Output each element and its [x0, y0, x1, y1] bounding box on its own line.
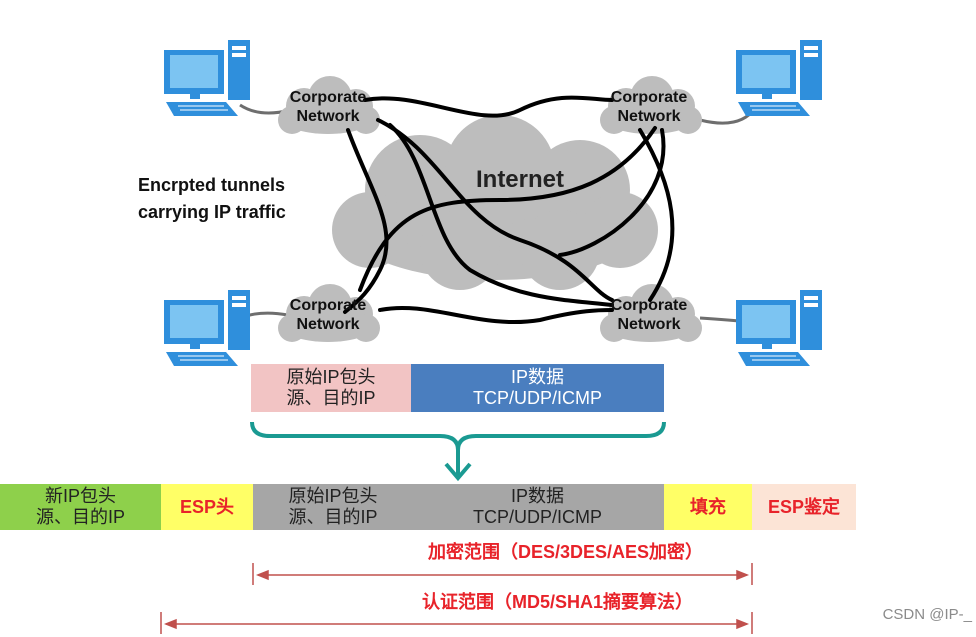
cloud-label-line1: Corporate [610, 297, 688, 314]
cloud-label-line1: Corporate [289, 297, 367, 314]
cloud-label-line2: Network [617, 316, 681, 334]
corporate-network-label-tl: Corporate Network [273, 88, 383, 126]
block-line1: 原始IP包头 [288, 486, 378, 507]
corporate-network-label-tr: Corporate Network [594, 88, 704, 126]
cloud-label-line2: Network [296, 316, 360, 334]
computer-icon-tl [163, 39, 251, 117]
padding-block: 填充 [664, 484, 752, 530]
computer-icon-bl [163, 289, 251, 367]
cloud-label-line1: Corporate [289, 89, 367, 106]
internet-cloud [332, 115, 658, 290]
cloud-label-line1: Corporate [610, 89, 688, 106]
computer-icon-tr [735, 39, 823, 117]
corporate-network-label-br: Corporate Network [594, 296, 704, 334]
encryption-range-label: 加密范围（DES/3DES/AES加密） [428, 542, 704, 562]
tunnel-caption-line1: Encrpted tunnels [138, 175, 286, 195]
block-line2: TCP/UDP/ICMP [472, 507, 602, 527]
esp-auth-block: ESP鉴定 [752, 484, 856, 530]
authentication-range-label: 认证范围（MD5/SHA1摘要算法） [422, 592, 694, 612]
corporate-network-label-bl: Corporate Network [273, 296, 383, 334]
cloud-label-line2: Network [296, 108, 360, 126]
expand-brace-icon [250, 421, 666, 482]
cloud-label-line2: Network [617, 108, 681, 126]
authentication-range-arrow [160, 612, 753, 634]
internet-label: Internet [475, 166, 564, 193]
block-line2: 源、目的IP [35, 507, 125, 527]
block-line2: 源、目的IP [286, 388, 376, 408]
watermark: CSDN @IP-_ [882, 606, 972, 623]
computer-icon-br [735, 289, 823, 367]
new-ip-header-block: 新IP包头 源、目的IP [0, 484, 161, 530]
block-line1: IP数据 [510, 367, 564, 388]
encrypted-payload-block: 原始IP包头 源、目的IP IP数据 TCP/UDP/ICMP [253, 484, 664, 530]
block-line2: TCP/UDP/ICMP [472, 388, 602, 408]
tunnel-caption-line2: carrying IP traffic [138, 202, 286, 222]
original-ip-header-block: 原始IP包头 源、目的IP [251, 364, 411, 412]
block-line1: 原始IP包头 [286, 367, 376, 388]
block-line1: IP数据 [510, 486, 564, 507]
encryption-range-arrow [252, 563, 753, 585]
esp-header-block: ESP头 [161, 484, 253, 530]
original-ip-data-block: IP数据 TCP/UDP/ICMP [411, 364, 664, 412]
block-line1: 新IP包头 [44, 486, 116, 507]
encrypted-tunnels [343, 95, 675, 325]
block-line2: 源、目的IP [288, 507, 378, 527]
tunnel-caption: Encrpted tunnels carrying IP traffic [138, 172, 318, 226]
